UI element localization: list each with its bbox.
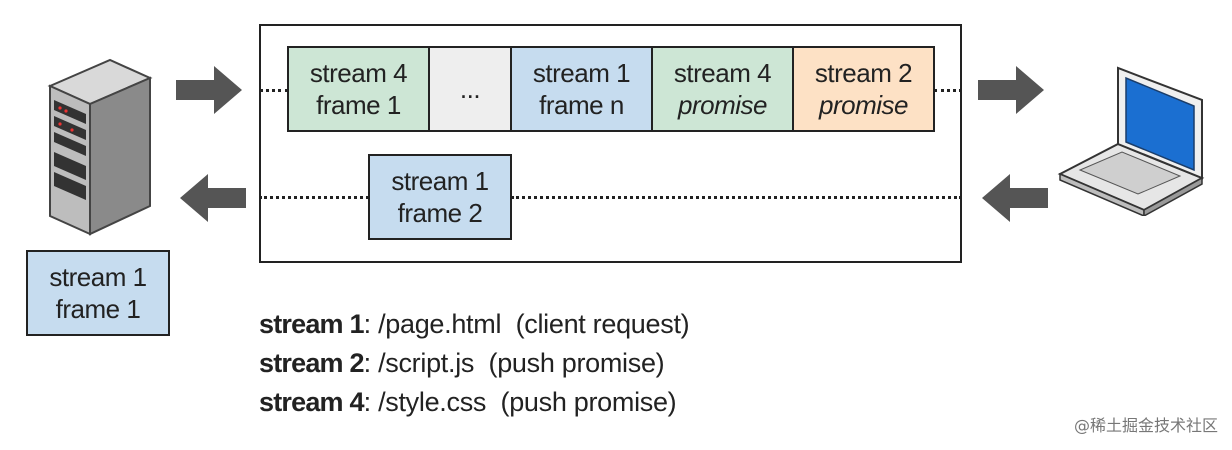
frame-type-label: promise <box>819 90 908 120</box>
incoming-dotted-line <box>259 196 369 199</box>
frame-block: stream 1 frame 2 <box>368 154 512 240</box>
legend-note: (push promise) <box>488 348 665 378</box>
legend-stream-label: stream 4 <box>259 387 364 417</box>
frame-ellipsis: ... <box>459 74 481 104</box>
watermark: @稀土掘金技术社区 <box>1073 416 1218 435</box>
frame-block: stream 4 promise <box>651 46 794 132</box>
arrow-icon <box>176 66 242 114</box>
legend-note: (push promise) <box>500 387 677 417</box>
frame-type-label: frame 2 <box>397 198 483 228</box>
legend-line: stream 2: /script.js (push promise) <box>259 348 665 378</box>
frame-stream-label: stream 1 <box>532 58 631 88</box>
frame-type-label: frame n <box>539 90 624 120</box>
legend-stream-label: stream 2 <box>259 348 364 378</box>
legend-path: /script.js <box>378 348 475 378</box>
frame-stream-label: stream 2 <box>814 58 913 88</box>
legend-line: stream 1: /page.html (client request) <box>259 309 690 339</box>
arrow-icon <box>982 174 1048 222</box>
frame-type-label: frame 1 <box>316 90 401 120</box>
frame-block: stream 4 frame 1 <box>287 46 430 132</box>
frame-stream-label: stream 4 <box>309 58 408 88</box>
frame-type-label: promise <box>678 90 767 120</box>
legend-note: (client request) <box>515 309 690 339</box>
arrow-icon <box>978 66 1044 114</box>
frame-stream-label: stream 4 <box>673 58 772 88</box>
outgoing-dotted-line <box>934 89 962 92</box>
frame-stream-label: stream 1 <box>49 262 147 292</box>
outgoing-dotted-line <box>259 89 289 92</box>
frame-block: ... <box>428 46 512 132</box>
frame-block: stream 1 frame n <box>510 46 653 132</box>
frame-stream-label: stream 1 <box>391 166 489 196</box>
frame-block: stream 1 frame 1 <box>26 250 170 336</box>
legend-path: /page.html <box>378 309 502 339</box>
legend-stream-label: stream 1 <box>259 309 364 339</box>
incoming-dotted-line <box>511 196 962 199</box>
frame-type-label: frame 1 <box>55 294 141 324</box>
legend-path: /style.css <box>378 387 487 417</box>
server-tower-icon <box>47 58 153 236</box>
arrow-icon <box>180 174 246 222</box>
laptop-icon <box>1057 66 1205 216</box>
legend-line: stream 4: /style.css (push promise) <box>259 387 677 417</box>
frame-block: stream 2 promise <box>792 46 935 132</box>
